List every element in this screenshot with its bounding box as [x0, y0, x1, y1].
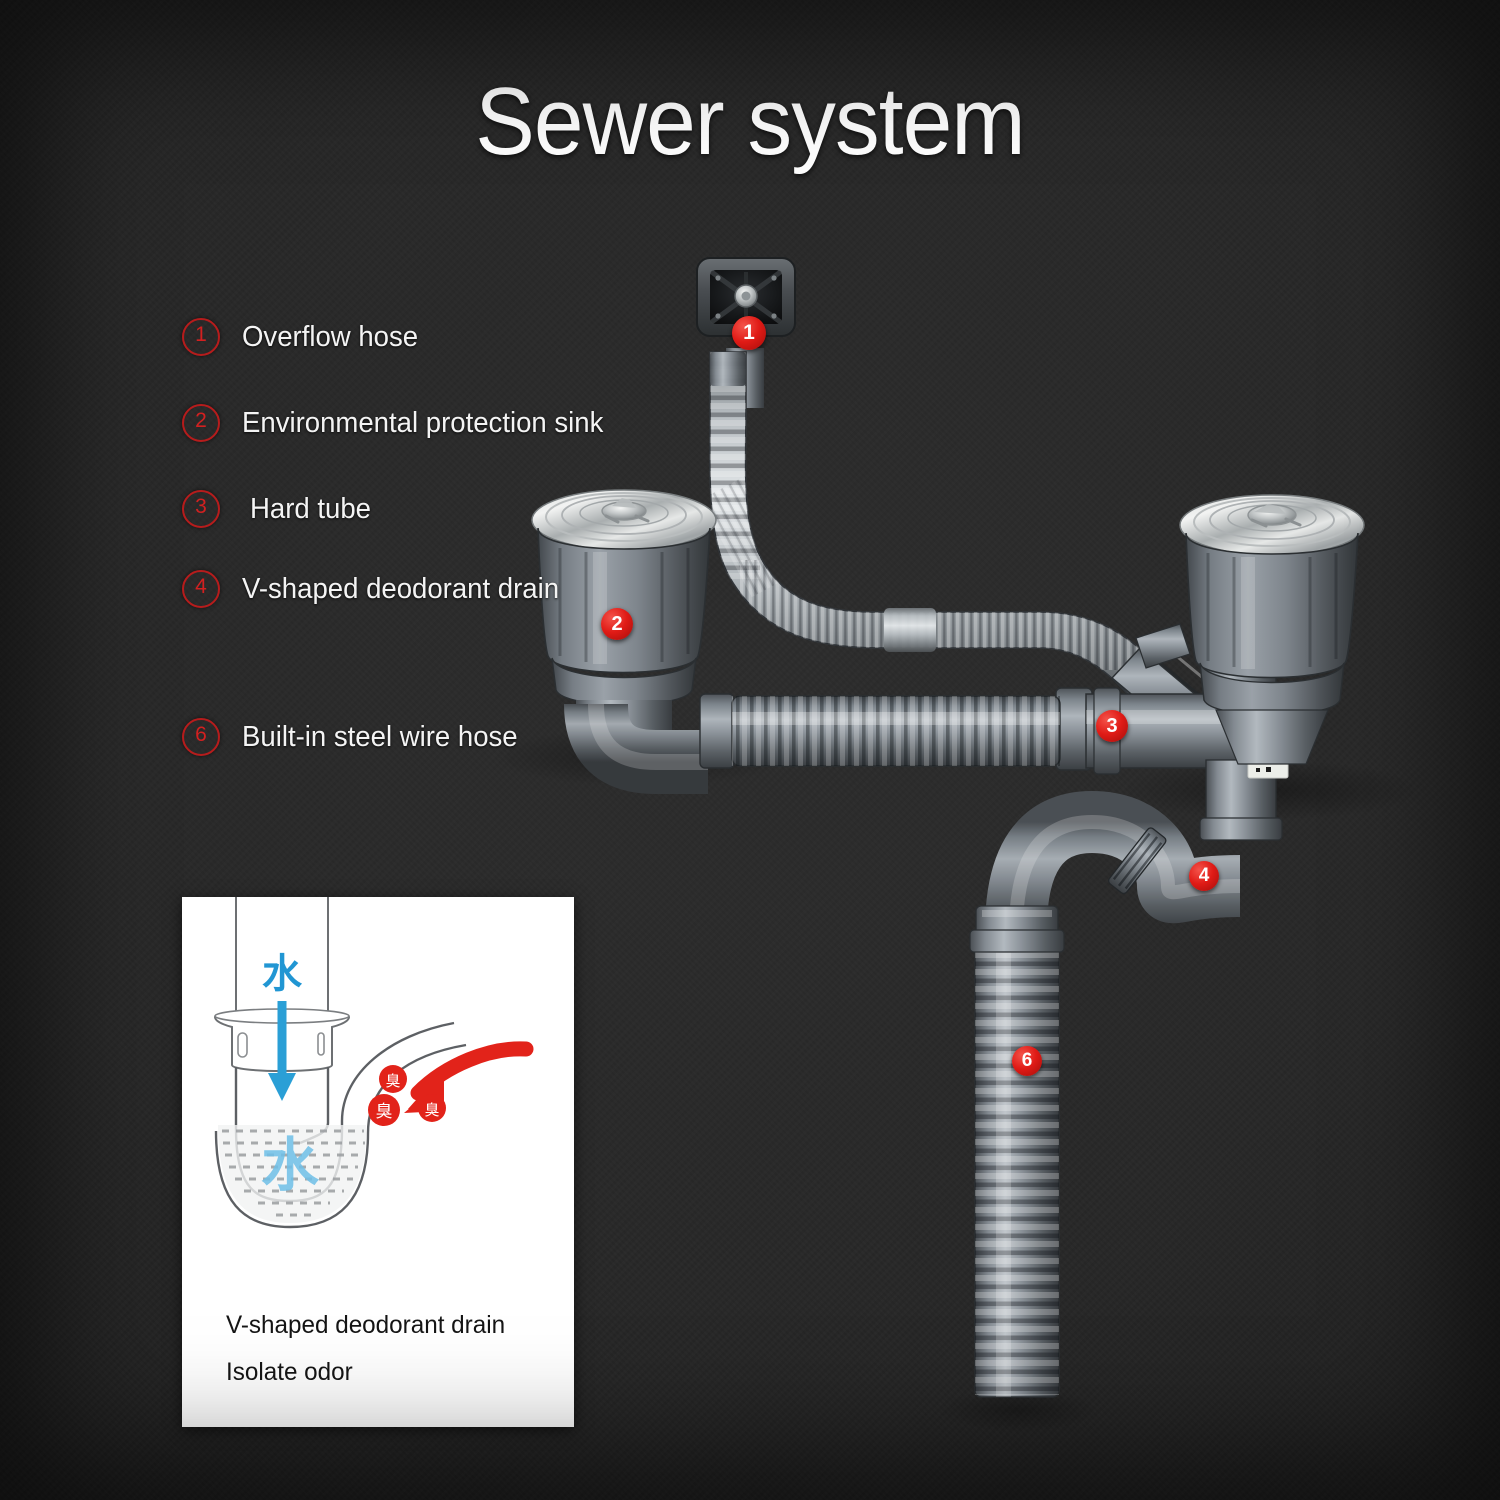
left-elbow [564, 702, 708, 794]
built-in-steel-wire-hose [969, 929, 1065, 1398]
inset-caption: V-shaped deodorant drain Isolate odor [226, 1302, 556, 1396]
legend-marker-3: 3 [182, 490, 220, 528]
svg-text:臭: 臭 [385, 1072, 400, 1090]
legend-item-3: 3 Hard tube [182, 490, 377, 528]
legend-item-1: 1 Overflow hose [182, 318, 427, 356]
inset-panel: 水 水 臭 臭 臭 V-shaped deodorant drain Isola… [182, 897, 574, 1427]
hard-tube [699, 687, 1093, 771]
photo-marker-3: 3 [1096, 710, 1128, 742]
legend-label-2: Environmental protection sink [242, 406, 604, 439]
inset-water-label: 水 [262, 951, 303, 997]
legend-marker-6: 6 [182, 718, 220, 756]
legend-item-4: 4 V-shaped deodorant drain [182, 570, 576, 608]
page-title: Sewer system [475, 68, 1025, 175]
inset-odor-bubbles: 臭 臭 臭 [368, 1065, 446, 1126]
svg-text:臭: 臭 [424, 1101, 439, 1119]
inset-caption-line-1: V-shaped deodorant drain [226, 1311, 506, 1339]
inset-diagram: 水 水 臭 臭 臭 [213, 897, 534, 1229]
inset-caption-line-2: Isolate odor [226, 1358, 353, 1386]
photo-marker-4: 4 [1189, 861, 1219, 891]
legend-label-1: Overflow hose [242, 320, 419, 353]
right-drain-basket [1179, 494, 1365, 765]
legend-item-6: 6 Built-in steel wire hose [182, 718, 532, 756]
legend-item-2: 2 Environmental protection sink [182, 404, 622, 442]
photo-marker-2: 2 [601, 608, 633, 640]
legend-label-3: Hard tube [250, 492, 371, 525]
photo-marker-1: 1 [732, 316, 766, 350]
v-shaped-deodorant-drain [975, 790, 1241, 937]
svg-text:臭: 臭 [376, 1102, 393, 1122]
side-stub [1135, 623, 1191, 669]
photo-marker-6: 6 [1012, 1046, 1042, 1076]
inset-water-pool-label: 水 [261, 1131, 320, 1199]
legend-label-4: V-shaped deodorant drain [242, 572, 560, 605]
legend-marker-2: 2 [182, 404, 220, 442]
legend-marker-1: 1 [182, 318, 220, 356]
legend-label-6: Built-in steel wire hose [242, 720, 518, 753]
legend-marker-4: 4 [182, 570, 220, 608]
